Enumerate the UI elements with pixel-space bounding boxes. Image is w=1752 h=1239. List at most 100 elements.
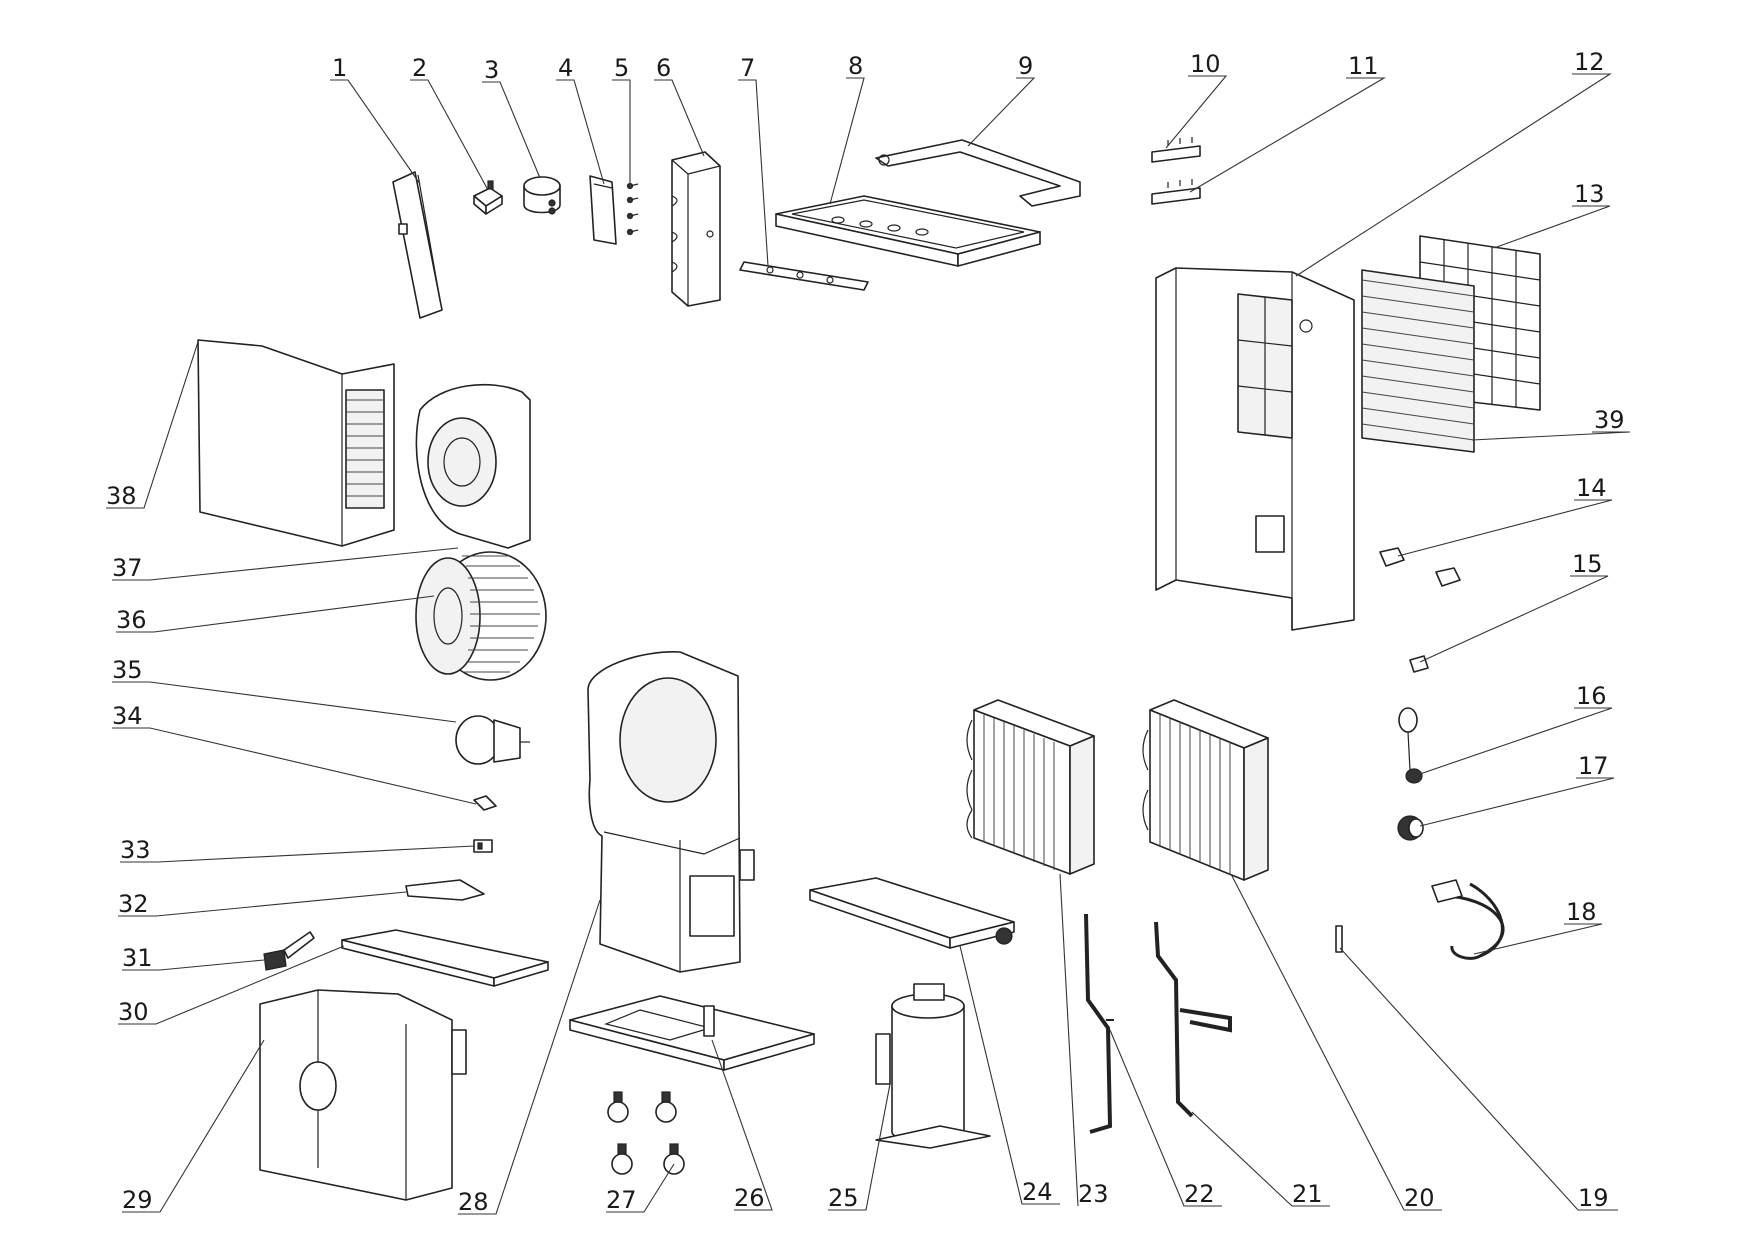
part-15-drain-plug (1409, 655, 1429, 673)
part-32-bracket (405, 879, 485, 901)
part-19-sensor (1335, 925, 1343, 953)
leader-line-29 (122, 1039, 265, 1213)
callout-21: 21 (1292, 1180, 1323, 1208)
leader-line-34 (112, 727, 477, 805)
callout-27: 27 (606, 1186, 637, 1214)
callout-29: 29 (122, 1186, 153, 1214)
part-21-pipe (1154, 921, 1232, 1118)
part-35-fan-motor (455, 715, 530, 765)
part-2-switch (473, 180, 503, 215)
callout-1: 1 (332, 54, 347, 82)
part-36-fan-wheel (415, 551, 547, 681)
part-6-control-box (671, 151, 721, 307)
part-20-condenser (1142, 699, 1269, 881)
leader-line-25 (828, 1083, 891, 1211)
leader-line-8 (829, 77, 865, 205)
part-37-blower-scroll (415, 383, 531, 549)
callout-33: 33 (120, 836, 151, 864)
part-4-control-board (589, 175, 617, 245)
part-14-connectors (1379, 547, 1461, 587)
callout-16: 16 (1576, 682, 1607, 710)
leader-lines (106, 73, 1631, 1215)
leader-line-2 (410, 79, 489, 191)
leader-line-13 (1493, 205, 1611, 249)
callout-32: 32 (118, 890, 149, 918)
leader-line-10 (1165, 75, 1228, 149)
leader-line-32 (118, 891, 407, 917)
part-28-fan-housing (587, 651, 755, 973)
part-24-base-tray (809, 877, 1015, 949)
callout-15: 15 (1572, 550, 1603, 578)
leader-line-15 (1419, 575, 1609, 663)
part-17-knob (1397, 815, 1424, 841)
part-27-castors (607, 1091, 685, 1175)
callout-19: 19 (1578, 1184, 1609, 1212)
leader-line-38 (106, 341, 199, 509)
part-25-compressor (875, 983, 991, 1149)
callout-23: 23 (1078, 1180, 1109, 1208)
leader-line-16 (1419, 707, 1613, 775)
part-1-door-panel (392, 171, 443, 319)
callout-37: 37 (112, 554, 143, 582)
part-18-power-cord (1431, 879, 1505, 960)
leader-line-3 (482, 81, 541, 179)
leader-line-14 (1397, 499, 1613, 557)
leader-line-33 (120, 845, 475, 863)
part-30-drain-tray (341, 929, 549, 987)
callout-9: 9 (1018, 52, 1033, 80)
callout-36: 36 (116, 606, 147, 634)
leader-line-30 (118, 945, 345, 1025)
leader-line-37 (112, 547, 459, 581)
part-7-display-board (739, 261, 869, 291)
callout-38: 38 (106, 482, 137, 510)
part-31-float (263, 931, 315, 971)
part-10-clip (1151, 137, 1201, 163)
part-34-motor-clip (473, 795, 497, 811)
leader-line-7 (738, 79, 769, 267)
part-29-front-panel (259, 989, 467, 1201)
callout-28: 28 (458, 1188, 489, 1216)
part-9-handle (875, 139, 1081, 207)
callout-11: 11 (1348, 52, 1379, 80)
leader-line-24 (959, 945, 1060, 1205)
part-16-drain-cap (1398, 707, 1423, 784)
part-11-clip (1151, 179, 1201, 205)
callout-18: 18 (1566, 898, 1597, 926)
callout-25: 25 (828, 1184, 859, 1212)
leader-line-22 (1109, 1029, 1222, 1207)
leader-line-17 (1419, 777, 1615, 827)
leader-line-36 (116, 595, 435, 633)
callout-35: 35 (112, 656, 143, 684)
leader-line-28 (458, 899, 601, 1215)
callout-4: 4 (558, 54, 573, 82)
part-39-mesh-filter (1361, 269, 1475, 453)
callout-17: 17 (1578, 752, 1609, 780)
leader-line-39 (1471, 431, 1631, 441)
callout-5: 5 (614, 54, 629, 82)
callout-30: 30 (118, 998, 149, 1026)
part-33-switch (473, 839, 493, 853)
leader-line-26 (711, 1039, 773, 1211)
callout-31: 31 (122, 944, 153, 972)
leader-line-4 (556, 79, 605, 185)
leader-line-21 (1191, 1111, 1330, 1207)
leader-line-35 (112, 681, 457, 723)
callout-13: 13 (1574, 180, 1605, 208)
leader-line-5 (612, 79, 631, 184)
callout-24: 24 (1022, 1178, 1053, 1206)
part-23-evaporator (966, 699, 1095, 875)
callout-3: 3 (484, 56, 499, 84)
leader-line-11 (1189, 77, 1387, 193)
callout-6: 6 (656, 54, 671, 82)
part-26-base-plate (569, 995, 815, 1071)
callout-12: 12 (1574, 48, 1605, 76)
callout-10: 10 (1190, 50, 1221, 78)
part-8-top-panel (775, 195, 1041, 267)
part-12-back-panel (1155, 267, 1355, 631)
callout-22: 22 (1184, 1180, 1215, 1208)
callout-labels: 1 2 3 4 5 6 7 8 9 10 11 12 13 14 15 16 1… (106, 48, 1625, 1216)
leader-line-6 (654, 79, 705, 157)
callout-39: 39 (1594, 406, 1625, 434)
part-5-screws (626, 182, 639, 236)
